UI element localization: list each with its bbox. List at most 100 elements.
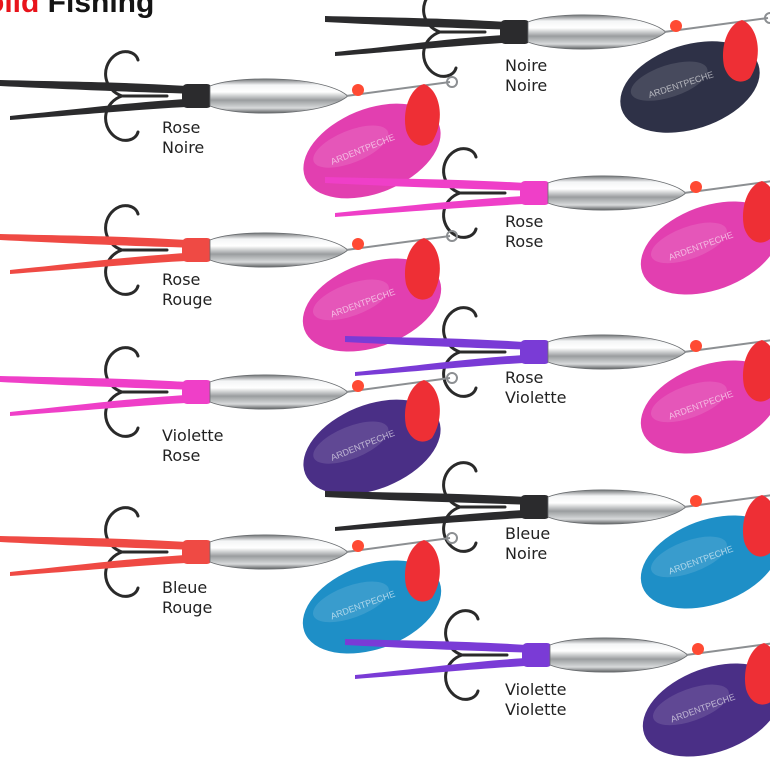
tail-strand-upper (0, 80, 202, 94)
title-dark-part: Fishing (47, 0, 155, 19)
lure-rose-rouge: ARDENTPECHE (0, 204, 458, 352)
tail-strand-upper (0, 536, 202, 550)
treble-hook-icon (444, 609, 509, 701)
tail-collar (500, 20, 530, 44)
swivel-ring-icon (764, 12, 770, 24)
red-bead (670, 20, 682, 32)
tail-strand-upper (325, 491, 540, 505)
page-title: olid Fishing (0, 0, 154, 20)
wire-shaft (345, 81, 451, 97)
tail-collar (182, 380, 212, 404)
small-red-blade (743, 340, 770, 402)
small-red-blade (404, 238, 440, 300)
tail-strand-lower (10, 554, 202, 576)
small-red-blade (404, 540, 440, 602)
tail-strand-upper (345, 639, 542, 653)
treble-hook-icon (104, 346, 169, 438)
lure-rose-rose: ARDENTPECHE (325, 147, 770, 295)
wire-shaft (683, 494, 770, 508)
lead-body (209, 78, 349, 114)
tail-strand-upper (325, 16, 520, 30)
tail-strand-lower (335, 509, 540, 531)
treble-hook-icon (104, 50, 169, 142)
wire-shaft (683, 180, 770, 194)
tail-collar (520, 181, 550, 205)
tail-strand-lower (355, 657, 542, 679)
red-bead (690, 181, 702, 193)
label-line-1: Rose (162, 118, 201, 137)
label-line-2: Violette (505, 700, 567, 719)
lead-body (547, 334, 687, 370)
treble-hook-icon (104, 506, 169, 598)
lead-body (549, 637, 689, 673)
wire-shaft (663, 17, 769, 33)
tail-collar (520, 495, 550, 519)
small-red-blade (743, 181, 770, 243)
lead-body (547, 175, 687, 211)
tail-strand-lower (10, 252, 202, 274)
swivel-ring-icon (446, 230, 458, 242)
red-bead (690, 340, 702, 352)
red-bead (352, 540, 364, 552)
tail-strand-lower (355, 354, 540, 376)
small-red-blade (745, 643, 770, 705)
label-line-1: Rose (505, 212, 544, 231)
label-line-1: Rose (505, 368, 544, 387)
red-bead (352, 84, 364, 96)
wire-shaft (345, 537, 451, 553)
small-red-blade (404, 380, 440, 442)
red-bead (352, 238, 364, 250)
tail-collar (522, 643, 552, 667)
treble-hook-icon (442, 147, 507, 239)
label-line-1: Rose (162, 270, 201, 289)
label-line-1: Bleue (505, 524, 551, 543)
label-line-2: Rouge (162, 290, 213, 309)
lead-body (527, 14, 667, 50)
swivel-ring-icon (446, 372, 458, 384)
label-line-2: Rose (505, 232, 544, 251)
red-bead (692, 643, 704, 655)
swivel-ring-icon (446, 76, 458, 88)
label-line-1: Violette (505, 680, 567, 699)
wire-shaft (685, 642, 770, 656)
lead-body (209, 534, 349, 570)
small-red-blade (743, 495, 770, 557)
tail-strand-upper (345, 336, 540, 350)
lure-bleue-rouge: ARDENTPECHE (0, 506, 458, 654)
tail-strand-lower (10, 394, 202, 416)
label-line-2: Noire (505, 544, 548, 563)
lead-body (547, 489, 687, 525)
red-bead (690, 495, 702, 507)
lead-body (209, 374, 349, 410)
wire-shaft (345, 377, 451, 393)
title-red-part: olid (0, 0, 40, 19)
label-line-1: Violette (162, 426, 224, 445)
red-bead (352, 380, 364, 392)
label-line-1: Bleue (162, 578, 208, 597)
tail-strand-upper (0, 234, 202, 248)
small-red-blade (722, 20, 758, 82)
label-line-2: Rose (162, 446, 201, 465)
tail-collar (182, 540, 212, 564)
wire-shaft (683, 339, 770, 353)
label-line-1: Noire (505, 56, 548, 75)
wire-shaft (345, 235, 451, 251)
lead-body (209, 232, 349, 268)
lure-bleue-noire: ARDENTPECHE (325, 461, 770, 609)
label-line-2: Violette (505, 388, 567, 407)
tail-strand-upper (325, 177, 540, 191)
tail-strand-lower (10, 98, 202, 120)
label-line-2: Noire (162, 138, 205, 157)
label-line-2: Noire (505, 76, 548, 95)
tail-strand-lower (335, 34, 520, 56)
lure-noire-noire: ARDENTPECHE (325, 0, 770, 133)
